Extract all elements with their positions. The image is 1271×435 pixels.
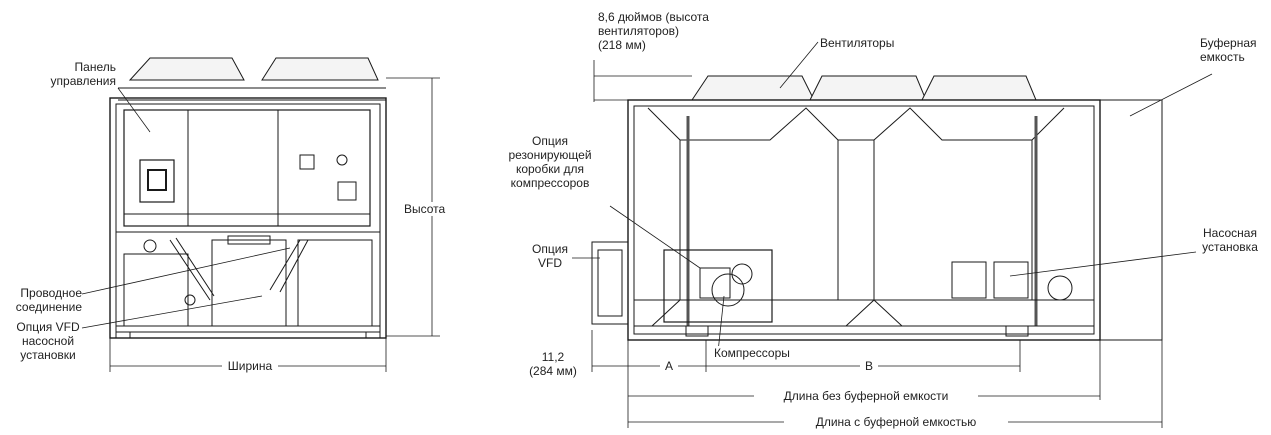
side-fan-2 <box>809 75 927 101</box>
vfd-box <box>591 241 629 325</box>
end-fan-right <box>261 57 379 81</box>
end-frame <box>109 97 387 339</box>
label-length-no-tank: Длина без буферной емкости <box>754 389 978 403</box>
label-control-panel: Панель управления <box>50 60 116 88</box>
label-dim-a: A <box>660 359 678 373</box>
buffer-tank <box>1099 99 1163 341</box>
label-vfd-option: Опция VFD <box>532 242 568 270</box>
side-fan-1 <box>691 75 815 101</box>
side-view <box>591 75 1163 341</box>
label-fan-height: 8,6 дюймов (высота вентиляторов) (218 мм… <box>598 10 709 52</box>
control-panel-box <box>123 109 371 227</box>
label-fans: Вентиляторы <box>820 36 895 50</box>
label-compressors: Компрессоры <box>712 346 792 360</box>
compressor-sound-box <box>663 249 773 323</box>
label-dim-b: B <box>860 359 878 373</box>
end-view <box>109 57 387 339</box>
label-vfd-offset: 11,2 (284 мм) <box>529 350 577 378</box>
label-length-with-tank: Длина с буферной емкостью <box>784 415 1008 429</box>
end-fan-left <box>128 57 245 81</box>
label-sound-box-option: Опция резонирующей коробки для компрессо… <box>508 134 592 190</box>
side-fan-3 <box>921 75 1037 101</box>
label-buffer-tank: Буферная емкость <box>1200 36 1257 64</box>
label-wiring: Проводное соединение <box>15 286 82 314</box>
side-frame <box>627 99 1101 341</box>
label-height: Высота <box>402 202 448 216</box>
label-pump-package: Насосная установка <box>1202 226 1258 254</box>
label-pump-vfd-option: Опция VFD насосной установки <box>16 320 80 362</box>
pump-package <box>951 261 987 299</box>
label-width: Ширина <box>222 359 278 373</box>
control-display <box>139 159 175 203</box>
